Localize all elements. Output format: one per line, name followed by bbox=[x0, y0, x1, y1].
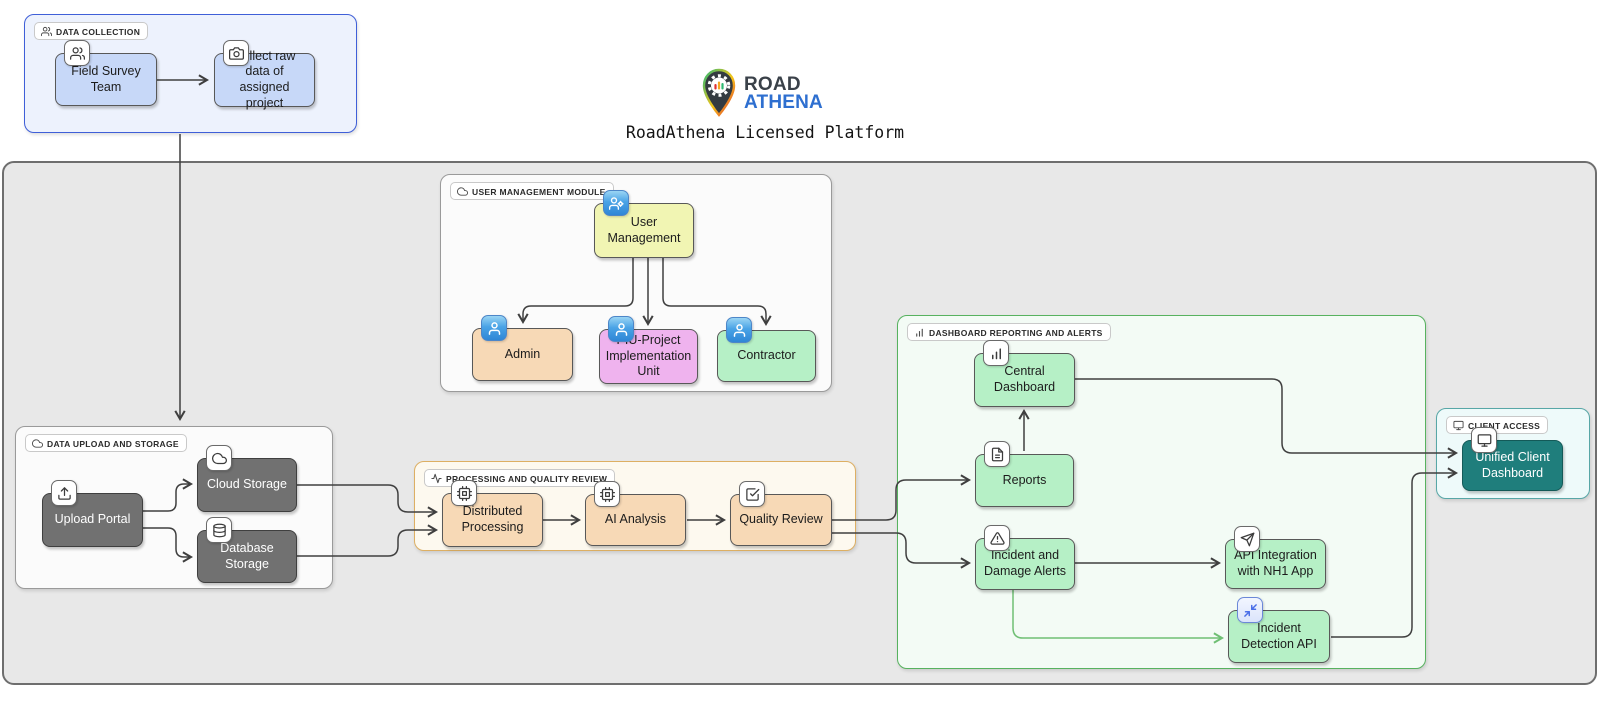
monitor-icon bbox=[1453, 420, 1464, 431]
node-ai-analysis: AI Analysis bbox=[585, 481, 686, 546]
node-label: Contractor bbox=[737, 348, 796, 363]
user-icon bbox=[608, 316, 634, 342]
activity-icon bbox=[431, 473, 442, 484]
group-label-text: PROCESSING AND QUALITY REVIEW bbox=[446, 473, 608, 484]
group-label-text: DATA COLLECTION bbox=[56, 26, 141, 37]
map-pin-gear-icon bbox=[702, 68, 736, 117]
group-label-text: CLIENT ACCESS bbox=[1468, 420, 1541, 431]
node-label: Unified Client Dashboard bbox=[1475, 449, 1550, 480]
logo-wordmark: ROAD ATHENA bbox=[744, 73, 823, 113]
user-gear-icon bbox=[603, 190, 629, 216]
node-label: Upload Portal bbox=[54, 512, 131, 527]
node-label: Admin bbox=[504, 346, 541, 361]
node-contractor: Contractor bbox=[717, 317, 816, 382]
node-admin: Admin bbox=[472, 315, 573, 381]
cloud-icon bbox=[206, 445, 232, 471]
node-collect-raw-data: Collect raw data of assigned project bbox=[214, 40, 315, 110]
cloud-icon bbox=[457, 186, 468, 197]
group-label-text: DATA UPLOAD AND STORAGE bbox=[47, 438, 179, 449]
group-label-text: DASHBOARD REPORTING AND ALERTS bbox=[929, 327, 1103, 338]
user-icon bbox=[481, 315, 507, 341]
node-quality-review: Quality Review bbox=[730, 481, 832, 546]
node-label: Quality Review bbox=[739, 512, 823, 527]
node-incident-damage-alerts: Incident and Damage Alerts bbox=[975, 525, 1075, 590]
group-label-data-upload-storage: DATA UPLOAD AND STORAGE bbox=[25, 434, 187, 452]
cloud-icon bbox=[32, 438, 43, 449]
group-client-access: CLIENT ACCESS bbox=[1436, 408, 1590, 499]
node-label: Incident and Damage Alerts bbox=[984, 548, 1066, 578]
node-unified-client-dashboard: Unified Client Dashboard bbox=[1462, 427, 1563, 491]
cpu-icon bbox=[451, 480, 477, 506]
file-text-icon bbox=[984, 441, 1010, 467]
node-label: Collect raw data of assigned project bbox=[233, 48, 296, 110]
camera-icon bbox=[223, 40, 249, 66]
group-label-client-access: CLIENT ACCESS bbox=[1446, 416, 1549, 434]
node-distributed-processing: Distributed Processing bbox=[442, 480, 543, 547]
check-square-icon bbox=[739, 481, 765, 507]
user-icon bbox=[726, 317, 752, 343]
monitor-icon bbox=[1471, 427, 1497, 453]
node-cloud-storage: Cloud Storage bbox=[197, 445, 297, 512]
bar-chart-icon bbox=[983, 340, 1009, 366]
logo-athena-text: ATHENA bbox=[744, 92, 823, 113]
node-label: User Management bbox=[607, 214, 681, 245]
node-label: Incident Detection API bbox=[1241, 620, 1317, 651]
node-label: AI Analysis bbox=[604, 512, 667, 527]
node-label: Reports bbox=[1002, 472, 1047, 487]
group-label-dashboard-reporting-alerts: DASHBOARD REPORTING AND ALERTS bbox=[907, 323, 1111, 341]
node-reports: Reports bbox=[975, 441, 1074, 507]
node-central-dashboard: Central Dashboard bbox=[974, 340, 1075, 407]
cpu-icon bbox=[594, 481, 620, 507]
group-label-data-collection: DATA COLLECTION bbox=[34, 22, 149, 40]
node-upload-portal: Upload Portal bbox=[42, 480, 143, 547]
node-field-survey-team: Field Survey Team bbox=[55, 40, 157, 106]
page-title: RoadAthena Licensed Platform bbox=[625, 123, 905, 142]
node-label: Database Storage bbox=[220, 540, 274, 571]
roadathena-logo: ROAD ATHENA bbox=[701, 68, 823, 120]
node-label: Distributed Processing bbox=[461, 504, 524, 534]
users-icon bbox=[41, 26, 52, 37]
group-label-user-management-module: USER MANAGEMENT MODULE bbox=[450, 182, 614, 200]
node-label: Cloud Storage bbox=[207, 477, 287, 492]
node-database-storage: Database Storage bbox=[197, 517, 297, 583]
compress-arrows-icon bbox=[1237, 597, 1263, 623]
upload-icon bbox=[51, 480, 77, 506]
node-incident-detection-api: Incident Detection API bbox=[1228, 597, 1330, 663]
node-label: Field Survey Team bbox=[71, 63, 141, 94]
node-piu: PIU-Project Implementation Unit bbox=[599, 316, 698, 384]
logo-road-text: ROAD bbox=[744, 73, 801, 95]
send-icon bbox=[1234, 526, 1260, 552]
node-user-management: User Management bbox=[594, 190, 694, 258]
group-label-text: USER MANAGEMENT MODULE bbox=[472, 186, 606, 197]
users-icon bbox=[64, 40, 90, 66]
node-label: Central Dashboard bbox=[993, 364, 1056, 394]
node-api-integration-nh1: API Integration with NH1 App bbox=[1225, 526, 1326, 589]
bar-chart-icon bbox=[914, 327, 925, 338]
node-label: API Integration with NH1 App bbox=[1234, 548, 1317, 578]
database-icon bbox=[206, 517, 232, 543]
alert-triangle-icon bbox=[984, 525, 1010, 551]
